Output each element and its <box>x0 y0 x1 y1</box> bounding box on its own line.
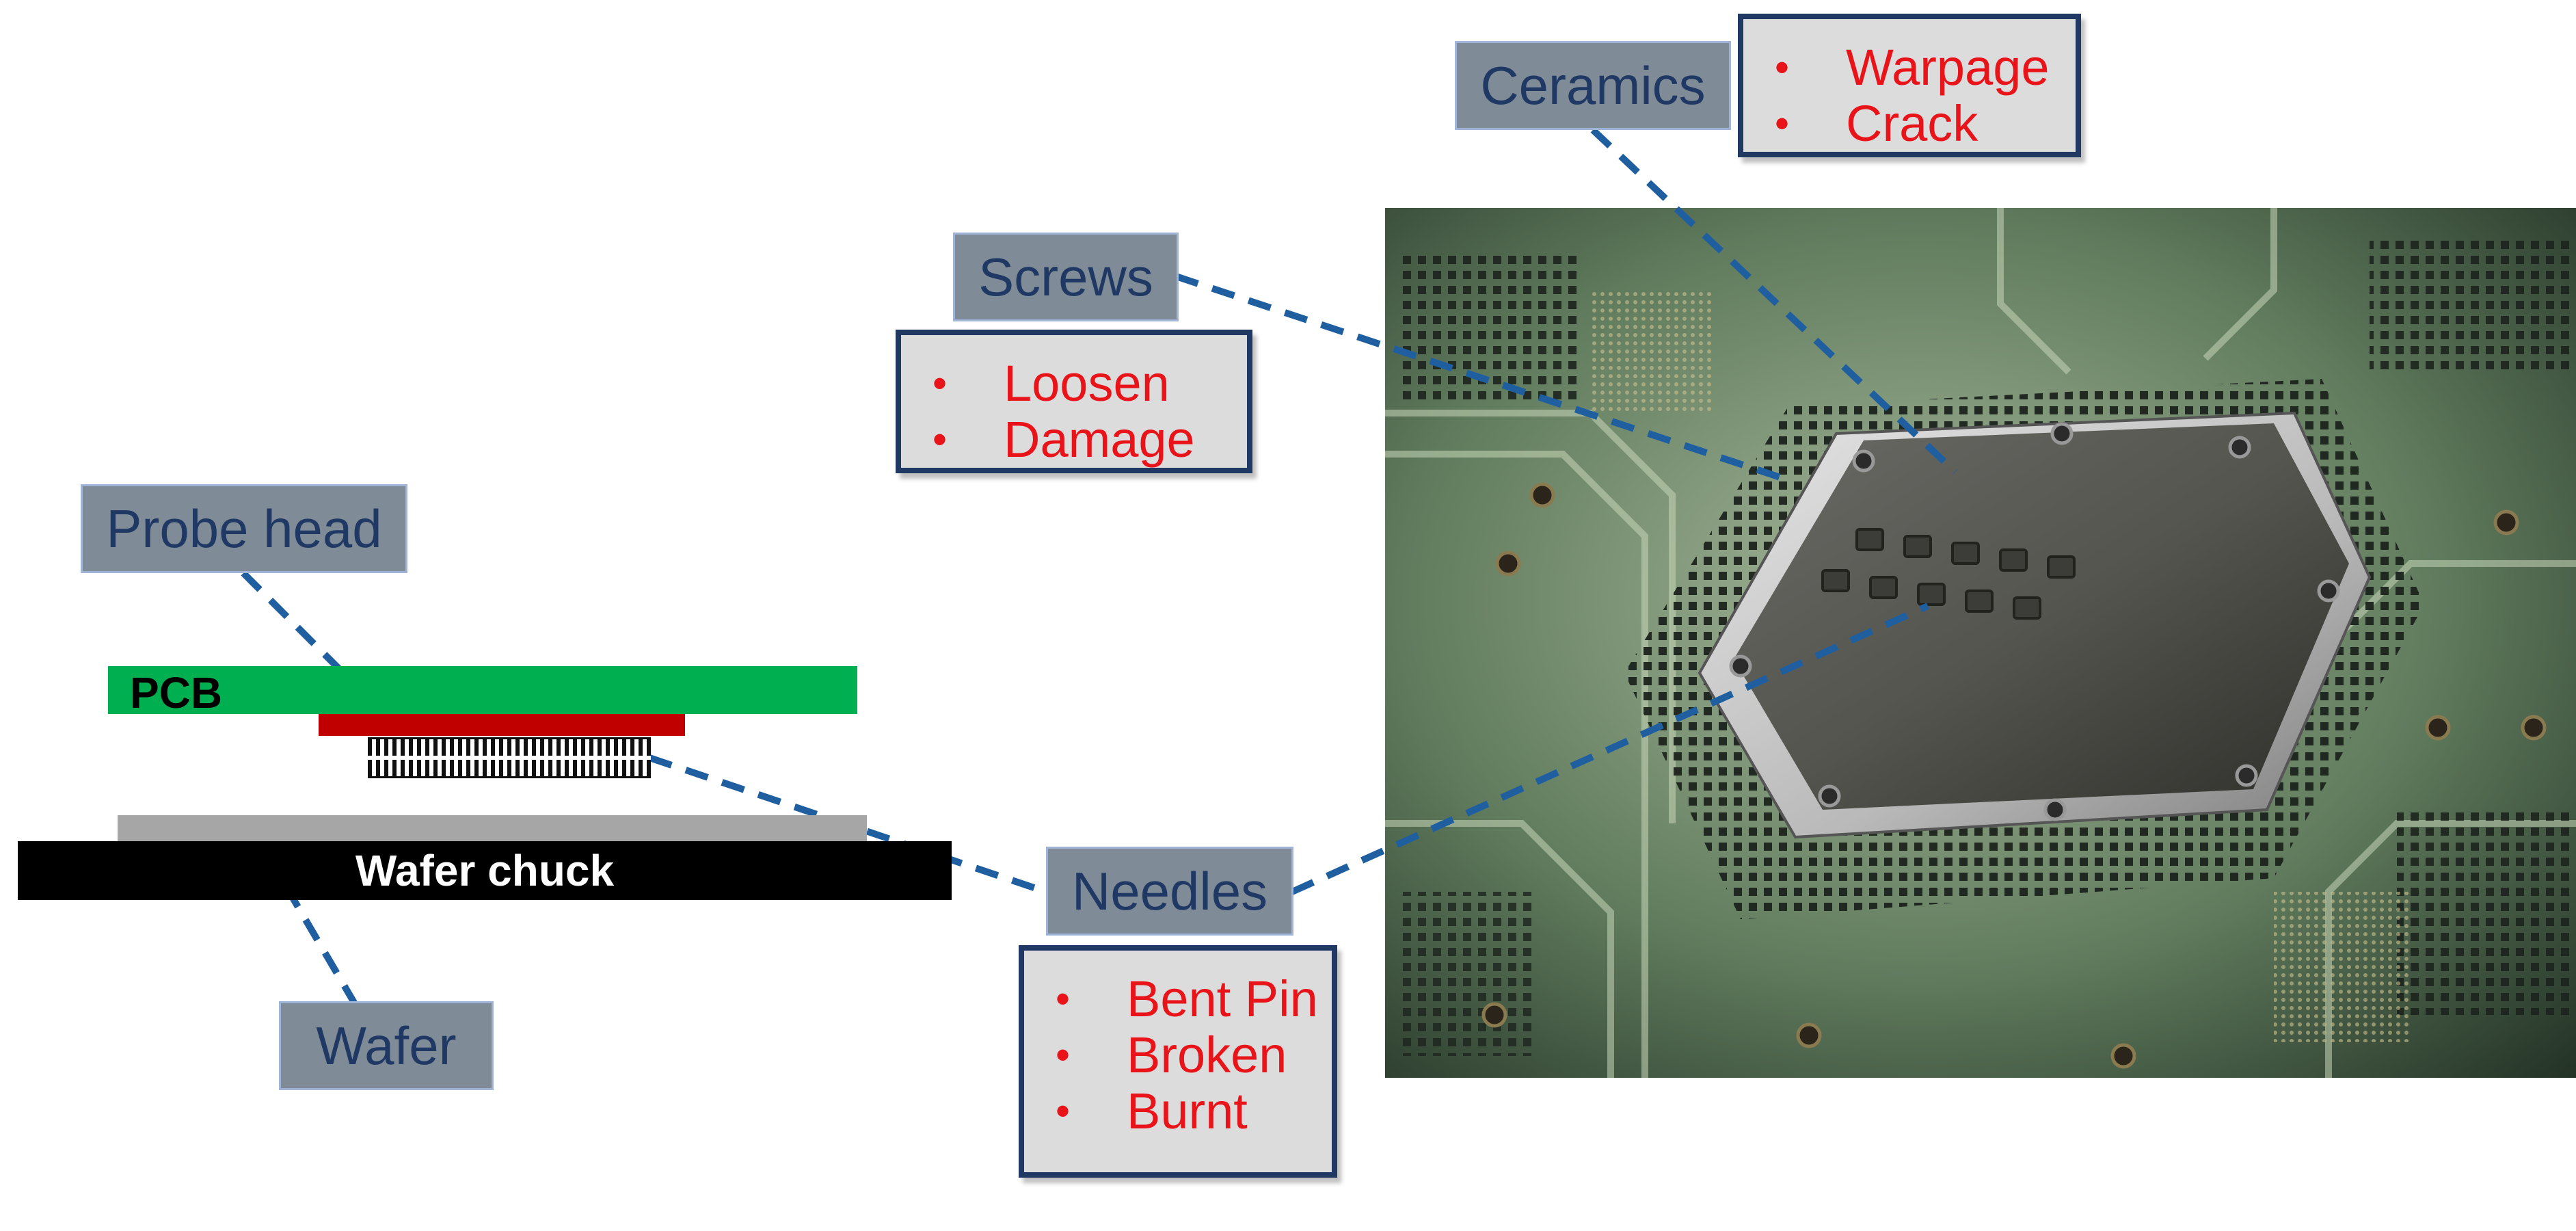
screws-label: Screws <box>953 233 1179 321</box>
ceramics-defects-box: Warpage Crack <box>1738 14 2081 157</box>
leader-screws <box>1175 273 1786 482</box>
screws-defect-item: Damage <box>901 412 1247 468</box>
wafer-chuck-layer: Wafer chuck <box>18 841 952 900</box>
wafer-layer <box>118 815 867 841</box>
pcb-label: PCB <box>130 668 223 717</box>
wafer-chuck-label: Wafer chuck <box>355 846 615 895</box>
ceramics-defect-item: Warpage <box>1743 40 2076 96</box>
probe-head-label: Probe head <box>81 484 407 573</box>
leader-ceramics <box>1590 127 1958 475</box>
probe-card-photo <box>1385 208 2576 1078</box>
screws-defect-item: Loosen <box>901 356 1247 412</box>
ceramics-label: Ceramics <box>1455 41 1731 130</box>
ceramics-defect-item: Crack <box>1743 96 2076 153</box>
needles-defect-item: Burnt <box>1024 1083 1332 1140</box>
leader-wafer <box>244 819 358 1005</box>
probe-head-layer <box>319 714 685 736</box>
needles-layer <box>368 737 651 778</box>
needles-defect-item: Bent Pin <box>1024 971 1332 1028</box>
screws-defects-box: Loosen Damage <box>896 330 1252 473</box>
needles-defect-item: Broken <box>1024 1027 1332 1084</box>
needles-defects-box: Bent Pin Broken Burnt <box>1019 945 1337 1178</box>
wafer-label: Wafer <box>279 1001 494 1090</box>
leader-needles-right <box>1290 603 1930 895</box>
needles-label: Needles <box>1046 847 1293 936</box>
pcb-layer <box>108 666 857 714</box>
